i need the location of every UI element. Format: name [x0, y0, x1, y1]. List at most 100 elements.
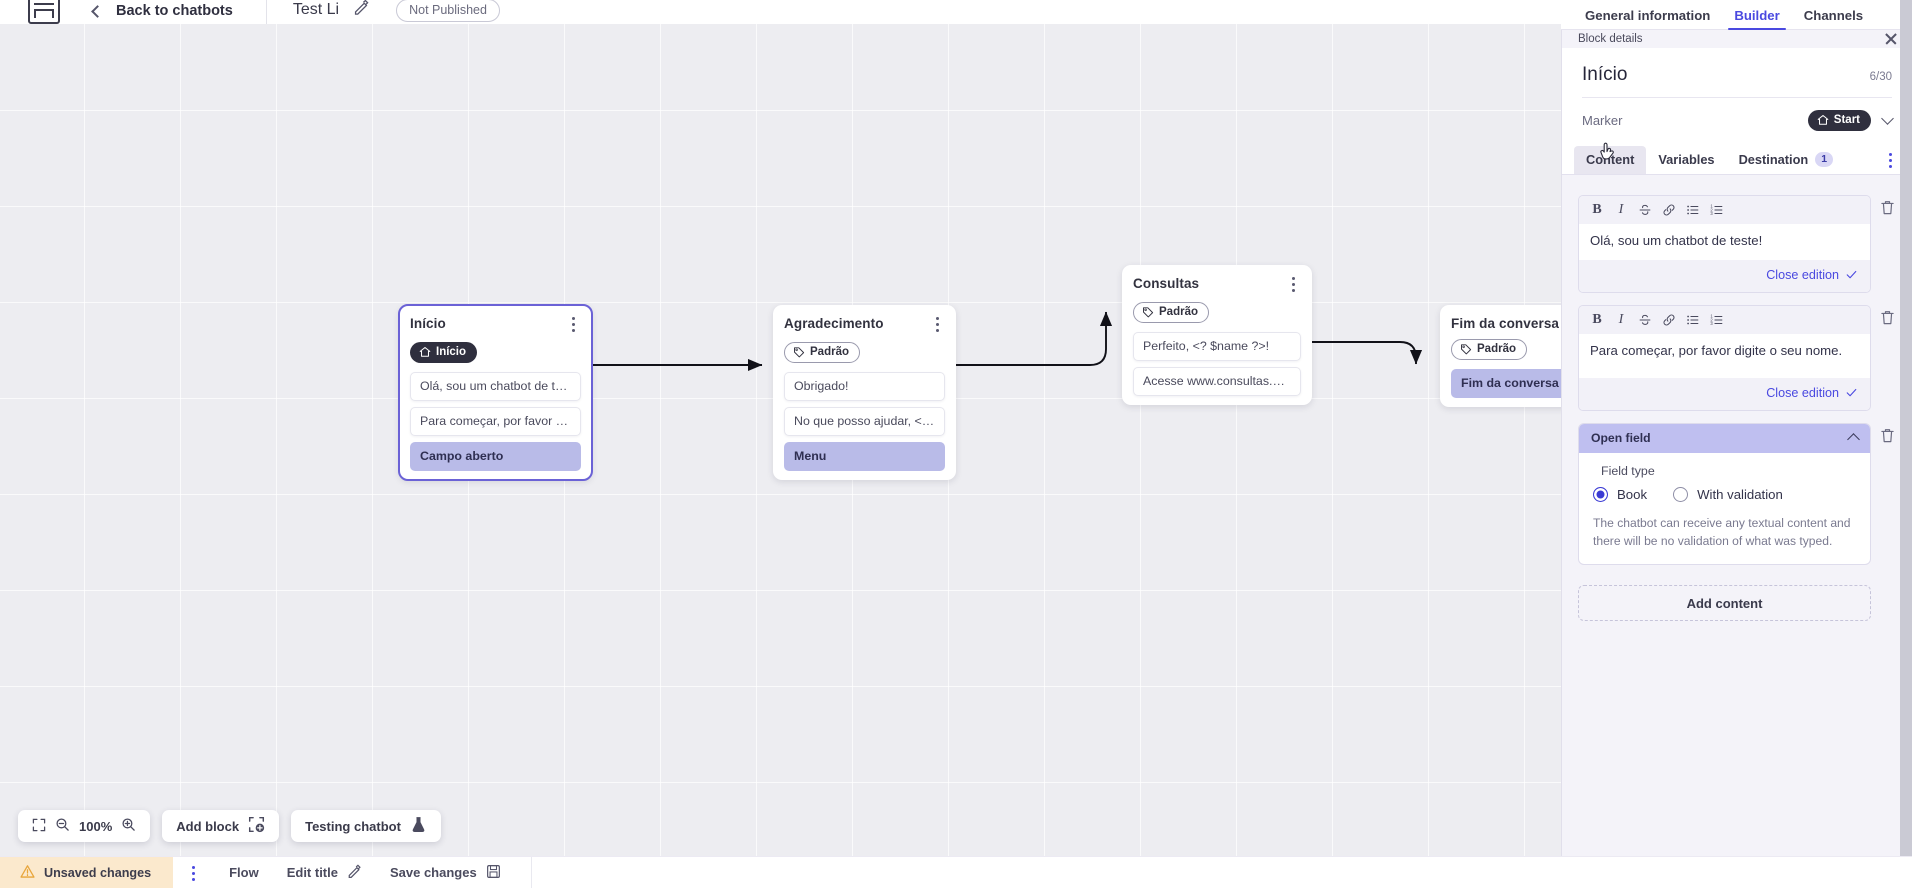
node-tag-default: Padrão [1451, 339, 1527, 360]
tab-builder[interactable]: Builder [1722, 8, 1791, 30]
node-item-list: Obrigado! No que posso ajudar, <? $name … [784, 372, 945, 471]
unsaved-changes-indicator: Unsaved changes [0, 856, 174, 888]
editor-text-1[interactable]: Olá, sou um chatbot de teste! [1579, 224, 1870, 260]
status-badge: Not Published [396, 0, 500, 22]
node-item[interactable]: Olá, sou um chatbot de teste! [410, 372, 581, 401]
fit-screen-icon[interactable] [32, 818, 46, 835]
marker-value-badge[interactable]: Start [1807, 110, 1871, 131]
node-tag-default: Padrão [1133, 302, 1209, 323]
home-icon [1817, 114, 1829, 125]
node-title: Fim da conversa [1451, 316, 1560, 331]
node-item-list: Perfeito, <? $name ?>! Acesse www.consul… [1133, 332, 1301, 396]
save-changes-button[interactable]: Save changes [390, 864, 501, 882]
node-title: Consultas [1133, 276, 1200, 291]
panel-scrollbar[interactable] [1900, 0, 1912, 888]
node-item-list: Fim da conversa [1451, 369, 1561, 398]
italic-icon[interactable]: I [1618, 202, 1624, 217]
open-field-header[interactable]: Open field [1579, 423, 1870, 453]
radio-with-validation-dot[interactable] [1673, 486, 1689, 502]
panel-header-label: Block details [1578, 33, 1643, 45]
bullet-list-icon[interactable] [1681, 200, 1705, 220]
tab-variables[interactable]: Variables [1646, 146, 1726, 174]
svg-text:2: 2 [1710, 207, 1713, 212]
add-content-button[interactable]: Add content [1578, 585, 1871, 622]
editor-text-2[interactable]: Para começar, por favor digite o seu nom… [1579, 333, 1870, 378]
node-item[interactable]: No que posso ajudar, <? $name ... [784, 407, 945, 436]
node-menu-icon[interactable] [931, 316, 945, 334]
edit-title-button[interactable]: Edit title [287, 864, 362, 882]
close-edition-button-2[interactable]: Close edition [1766, 386, 1858, 400]
flask-icon [410, 816, 427, 836]
open-field-title: Open field [1591, 430, 1651, 445]
chevron-down-icon[interactable] [1881, 112, 1894, 125]
statusbar-divider [530, 856, 532, 888]
zoom-out-icon[interactable] [55, 817, 70, 835]
node-item[interactable]: Acesse www.consultas.com par... [1133, 367, 1301, 396]
tab-destination-label: Destination [1738, 151, 1809, 167]
node-title: Início [410, 316, 446, 331]
node-item[interactable]: Menu [784, 442, 945, 471]
status-bar: Unsaved changes Flow Edit title Save cha… [0, 856, 1912, 888]
bullet-list-icon[interactable] [1681, 310, 1705, 330]
tag-icon [1461, 344, 1472, 355]
radio-with-validation[interactable]: With validation [1673, 486, 1783, 502]
trash-icon[interactable] [1879, 309, 1896, 331]
bold-icon[interactable]: B [1592, 202, 1602, 217]
node-menu-icon[interactable] [567, 316, 581, 334]
flow-node-consultas[interactable]: Consultas Padrão Perfeito, <? $name ?>! … [1122, 265, 1312, 405]
strikethrough-icon[interactable] [1633, 310, 1657, 330]
radio-book-label: Book [1617, 486, 1648, 502]
italic-icon[interactable]: I [1618, 311, 1624, 327]
flow-node-fim-da-conversa[interactable]: Fim da conversa Padrão Fim da conversa [1440, 305, 1561, 407]
node-item[interactable]: Obrigado! [784, 372, 945, 401]
pencil-icon[interactable] [353, 0, 370, 21]
kebab-menu-icon[interactable] [187, 865, 201, 881]
flow-canvas[interactable]: Início Início Olá, sou um chatbot de tes… [0, 24, 1561, 856]
close-icon[interactable] [1884, 32, 1898, 46]
canvas-toolbar: 100% Add block Testing chatbot [18, 810, 441, 842]
chevron-up-icon[interactable] [1847, 432, 1860, 446]
testing-chatbot-button[interactable]: Testing chatbot [291, 810, 441, 842]
tab-variables-label: Variables [1658, 151, 1715, 167]
add-block-button[interactable]: Add block [162, 810, 280, 842]
page-title: Test Li [292, 1, 340, 18]
link-icon[interactable] [1657, 200, 1681, 220]
flow-node-agradecimento[interactable]: Agradecimento Padrão Obrigado! No que po… [773, 305, 956, 480]
trash-icon[interactable] [1879, 427, 1896, 449]
bold-icon[interactable]: B [1592, 311, 1602, 327]
panel-more-icon[interactable] [1884, 152, 1898, 168]
strikethrough-icon[interactable] [1633, 200, 1657, 220]
tab-destination[interactable]: Destination 1 [1727, 146, 1846, 174]
radio-book-dot[interactable] [1593, 486, 1608, 502]
block-summary-card: Início 6/30 Marker Start [1562, 48, 1912, 145]
panel-subtabs: Content Variables Destination 1 [1562, 145, 1912, 175]
node-item[interactable]: Fim da conversa [1451, 369, 1561, 398]
trash-icon[interactable] [1879, 199, 1896, 221]
zoom-controls[interactable]: 100% [18, 810, 151, 842]
back-to-chatbots-link[interactable]: Back to chatbots [116, 3, 233, 19]
zoom-in-icon[interactable] [121, 817, 136, 835]
save-disk-icon [486, 864, 501, 882]
close-edition-button-1[interactable]: Close edition [1766, 268, 1858, 282]
tab-general-information[interactable]: General information [1585, 8, 1711, 23]
link-icon[interactable] [1657, 310, 1681, 330]
warning-icon [20, 864, 35, 882]
chevron-left-icon[interactable] [91, 4, 104, 18]
destination-count-badge: 1 [1815, 151, 1834, 167]
flow-node-inicio[interactable]: Início Início Olá, sou um chatbot de tes… [398, 304, 593, 481]
save-changes-label: Save changes [389, 865, 477, 880]
radio-book[interactable]: Book [1593, 486, 1648, 502]
node-item[interactable]: Campo aberto [410, 442, 581, 471]
node-title: Agradecimento [784, 316, 884, 331]
node-item[interactable]: Perfeito, <? $name ?>! [1133, 332, 1301, 361]
tab-channels[interactable]: Channels [1803, 8, 1864, 23]
node-item[interactable]: Para começar, por favor digite o ... [410, 407, 581, 436]
flow-button[interactable]: Flow [229, 865, 259, 880]
node-menu-icon[interactable] [1287, 276, 1301, 294]
